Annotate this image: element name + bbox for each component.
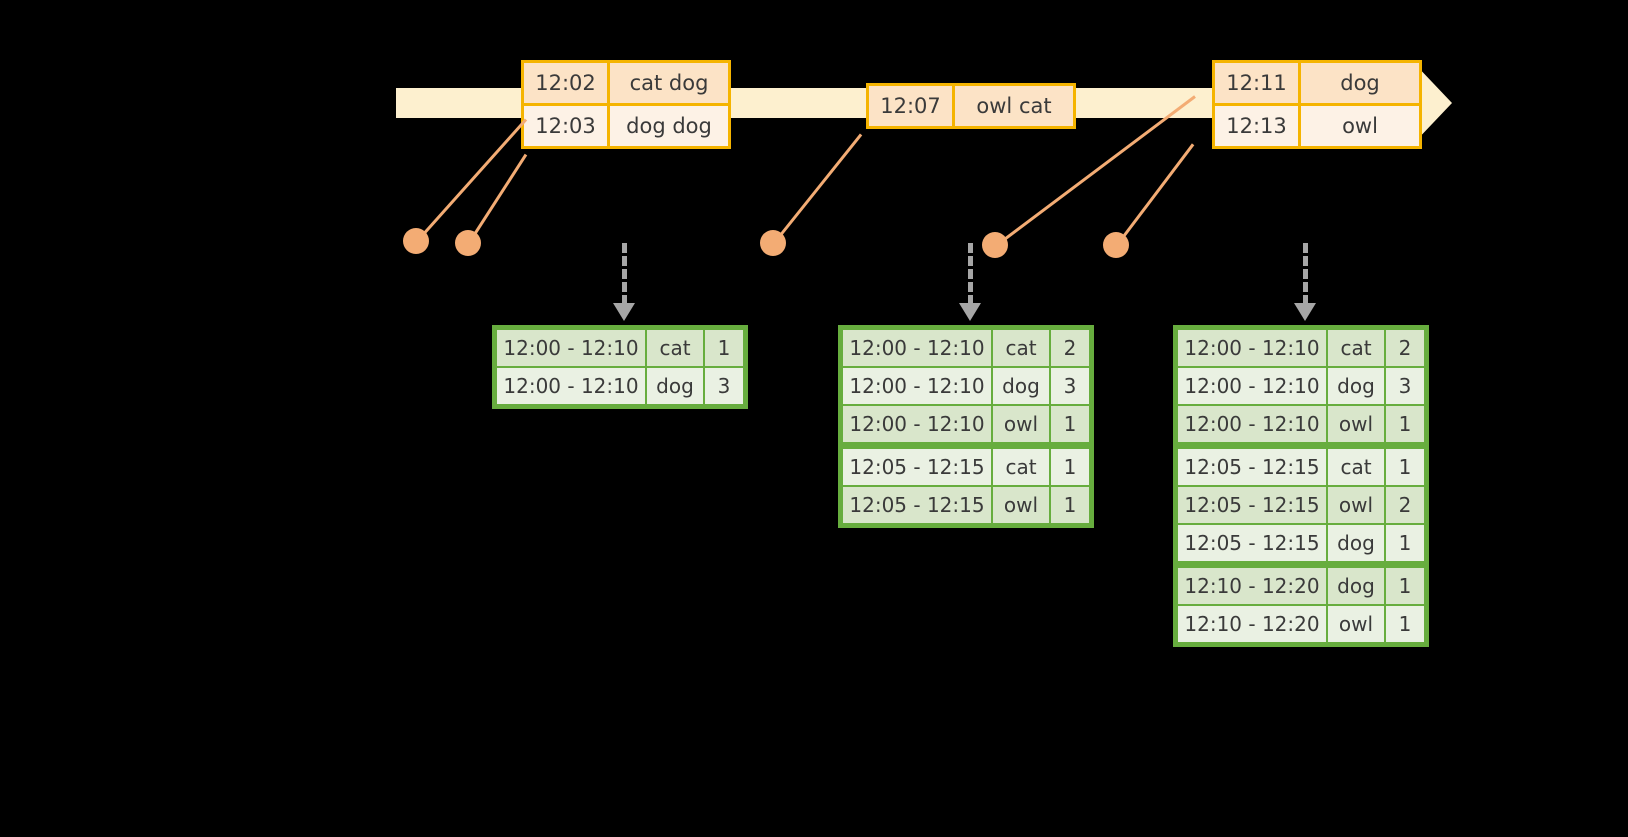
connector-1-dot xyxy=(403,228,429,254)
cell-key: owl xyxy=(1328,606,1384,642)
connector-3-line xyxy=(771,133,863,246)
event-row: 12:13 owl xyxy=(1215,103,1419,146)
cell-count: 1 xyxy=(705,330,743,366)
cell-window: 12:00 - 12:10 xyxy=(497,330,645,366)
event-value: cat dog xyxy=(610,63,728,103)
cell-count: 3 xyxy=(1386,368,1424,404)
flow-arrow-2-head-icon xyxy=(959,303,981,321)
flow-arrow-1 xyxy=(613,243,635,321)
cell-count: 1 xyxy=(1386,606,1424,642)
flow-arrow-3-head-icon xyxy=(1294,303,1316,321)
events-group-1: 12:02 cat dog 12:03 dog dog xyxy=(521,60,731,149)
flow-arrow-2 xyxy=(959,243,981,321)
cell-key: dog xyxy=(1328,568,1384,604)
cell-count: 1 xyxy=(1051,406,1089,442)
cell-count: 1 xyxy=(1051,487,1089,523)
cell-key: cat xyxy=(993,330,1049,366)
events-group-2: 12:07 owl cat xyxy=(866,83,1076,129)
cell-key: dog xyxy=(1328,368,1384,404)
flow-arrow-1-shaft xyxy=(622,243,627,305)
event-row: 12:03 dog dog xyxy=(524,103,728,146)
cell-window: 12:05 - 12:15 xyxy=(843,487,991,523)
cell-key: owl xyxy=(1328,406,1384,442)
cell-window: 12:00 - 12:10 xyxy=(1178,330,1326,366)
cell-window: 12:10 - 12:20 xyxy=(1178,568,1326,604)
event-time: 12:03 xyxy=(524,106,610,146)
event-value: dog dog xyxy=(610,106,728,146)
flow-arrow-3 xyxy=(1294,243,1316,321)
flow-arrow-1-head-icon xyxy=(613,303,635,321)
event-value: dog xyxy=(1301,63,1419,103)
event-value: owl cat xyxy=(955,86,1073,126)
connector-5-dot xyxy=(1103,232,1129,258)
cell-window: 12:05 - 12:15 xyxy=(1178,487,1326,523)
cell-window: 12:05 - 12:15 xyxy=(1178,525,1326,561)
cell-key: dog xyxy=(993,368,1049,404)
cell-count: 1 xyxy=(1386,449,1424,485)
event-value: owl xyxy=(1301,106,1419,146)
cell-key: owl xyxy=(993,406,1049,442)
cell-count: 2 xyxy=(1051,330,1089,366)
cell-count: 1 xyxy=(1051,449,1089,485)
cell-window: 12:00 - 12:10 xyxy=(1178,406,1326,442)
event-row: 12:02 cat dog xyxy=(524,63,728,103)
cell-count: 2 xyxy=(1386,330,1424,366)
cell-window: 12:00 - 12:10 xyxy=(843,368,991,404)
cell-count: 1 xyxy=(1386,525,1424,561)
cell-key: dog xyxy=(1328,525,1384,561)
cell-key: dog xyxy=(647,368,703,404)
connector-2-dot xyxy=(455,230,481,256)
event-time: 12:02 xyxy=(524,63,610,103)
cell-window: 12:05 - 12:15 xyxy=(843,449,991,485)
cell-key: cat xyxy=(993,449,1049,485)
cell-window: 12:00 - 12:10 xyxy=(1178,368,1326,404)
cell-count: 3 xyxy=(1051,368,1089,404)
cell-key: cat xyxy=(647,330,703,366)
cell-count: 1 xyxy=(1386,568,1424,604)
cell-window: 12:00 - 12:10 xyxy=(843,406,991,442)
cell-window: 12:05 - 12:15 xyxy=(1178,449,1326,485)
connector-4-dot xyxy=(982,232,1008,258)
cell-key: cat xyxy=(1328,449,1384,485)
event-row: 12:11 dog xyxy=(1215,63,1419,103)
flow-arrow-2-shaft xyxy=(968,243,973,305)
cell-key: owl xyxy=(993,487,1049,523)
connector-2-line xyxy=(466,153,528,246)
connector-3-dot xyxy=(760,230,786,256)
cell-window: 12:00 - 12:10 xyxy=(843,330,991,366)
cell-key: owl xyxy=(1328,487,1384,523)
cell-count: 1 xyxy=(1386,406,1424,442)
cell-window: 12:00 - 12:10 xyxy=(497,368,645,404)
flow-arrow-3-shaft xyxy=(1303,243,1308,305)
cell-key: cat xyxy=(1328,330,1384,366)
cell-window: 12:10 - 12:20 xyxy=(1178,606,1326,642)
event-time: 12:11 xyxy=(1215,63,1301,103)
event-time: 12:13 xyxy=(1215,106,1301,146)
cell-count: 3 xyxy=(705,368,743,404)
cell-count: 2 xyxy=(1386,487,1424,523)
events-group-3: 12:11 dog 12:13 owl xyxy=(1212,60,1422,149)
event-row: 12:07 owl cat xyxy=(869,86,1073,126)
connector-5-line xyxy=(1114,143,1195,248)
event-time: 12:07 xyxy=(869,86,955,126)
